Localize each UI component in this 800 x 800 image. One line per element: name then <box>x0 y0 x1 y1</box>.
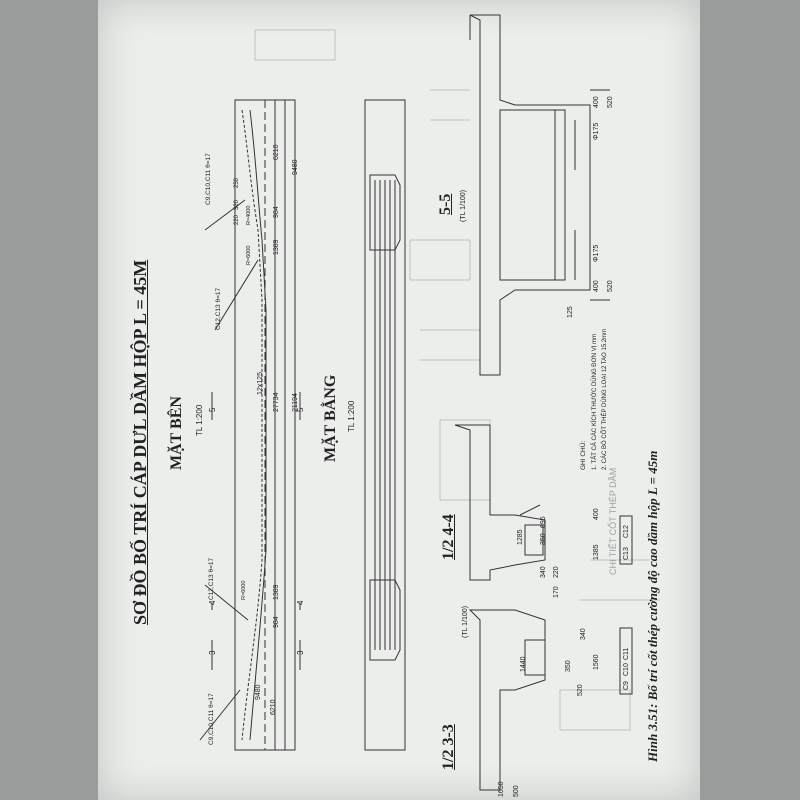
cable-box-c12: C12 <box>623 525 630 538</box>
section-4-4-title: 1/2 4-4 <box>440 514 457 560</box>
side-view-title: MẶT BÊN <box>168 396 185 470</box>
dim-220-a: 220 <box>553 566 560 578</box>
rebar-detail-label: CHI TIẾT CỐT THÉP DẦM <box>608 467 618 575</box>
main-title: SƠ ĐỒ BỐ TRÍ CÁP DƯL DẦM HỘP L = 45M <box>130 259 150 625</box>
section-4-4-drawing <box>454 424 546 581</box>
dim-520-bottom: 520 <box>607 280 614 292</box>
dim-175-bottom: Φ175 <box>593 245 600 262</box>
dim-12x125: 12x125 <box>257 372 264 395</box>
dim-340-a: 340 <box>540 566 547 578</box>
dim-6210-bottom: 6210 <box>270 699 277 715</box>
dim-400-bottom: 400 <box>593 280 600 292</box>
section-5-5-title: 5-5 <box>437 193 454 215</box>
spacing-250: 250 <box>234 177 240 188</box>
section-mark-4-right: 4 <box>296 600 305 605</box>
section-5-5-scale: (TL 1/100) <box>460 189 467 222</box>
section-mark-5-right: 5 <box>296 407 305 412</box>
section-mark-3-left: 3 <box>208 650 217 655</box>
note-item-2: 2. CÁC BÓ CỐT THÉP DÙNG LOẠI 12 TAO 15.2… <box>601 329 608 470</box>
figure-caption: Hình 3.51: Bố trí cốt thép cường độ cao … <box>645 450 660 762</box>
plan-view-scale: TL 1:200 <box>347 400 356 432</box>
spacing-320: 320 <box>234 199 240 210</box>
section-5-5-drawing <box>469 14 610 376</box>
dim-350-b: 350 <box>565 660 572 672</box>
section-3-3-title: 1/2 3-3 <box>440 724 457 770</box>
dim-400-top: 400 <box>593 96 600 108</box>
book-page <box>98 0 700 800</box>
dim-1285: 1285 <box>517 529 524 545</box>
dim-350-a: 350 <box>540 533 547 545</box>
dim-125: 125 <box>567 306 574 318</box>
spacing-220: 220 <box>234 214 240 225</box>
cable-label-c12-c13-top: C12,C13 θ=17 <box>215 288 222 330</box>
dim-175-top: Φ175 <box>593 123 600 140</box>
cable-box-c9: C9 <box>623 681 630 690</box>
section-mark-5-left: 5 <box>208 407 217 412</box>
dim-500: 500 <box>513 785 520 797</box>
cable-box-c11: C11 <box>623 648 630 660</box>
section-mark-4-left: 4 <box>208 600 217 605</box>
dim-520-b: 520 <box>577 684 584 696</box>
section-4-4-scale: (TL 1/100) <box>462 605 469 638</box>
section-mark-3-right: 3 <box>296 650 305 655</box>
dim-984-top: 984 <box>273 206 280 218</box>
cable-label-c12-c13-bottom: C12,C13 θ=17 <box>208 558 215 600</box>
radius-6000-bottom: R=6000 <box>241 581 247 600</box>
dim-340-b: 340 <box>580 628 587 640</box>
dim-1385: 1385 <box>593 544 600 560</box>
radius-6000-top: R=6000 <box>246 246 252 265</box>
side-view-drawing <box>199 99 301 751</box>
side-view-scale: TL 1:200 <box>195 404 204 436</box>
dim-695: 695 <box>540 516 547 528</box>
dim-9480-top: 9480 <box>292 159 299 175</box>
cable-label-c9-c11-top: C9,C10,C11 θ=17 <box>205 153 212 205</box>
dim-984-bottom: 984 <box>273 616 280 628</box>
plan-view-drawing <box>364 99 406 751</box>
dim-1650: 1650 <box>498 781 505 797</box>
radius-4000-top: R=4000 <box>246 206 252 225</box>
dim-27734: 27734 <box>273 392 280 412</box>
dim-400-mid: 400 <box>593 508 600 520</box>
dim-170: 170 <box>553 586 560 598</box>
cable-label-c9-c11-bottom: C9,C10,C11 θ=17 <box>208 693 215 745</box>
cable-box-c10: C10 <box>623 663 630 676</box>
section-3-3-drawing <box>468 609 546 791</box>
dim-520-top: 520 <box>607 96 614 108</box>
dim-6210-top: 6210 <box>273 144 280 160</box>
dim-1389-top: 1389 <box>273 239 280 255</box>
plan-view-title: MẶT BẰNG <box>322 374 339 462</box>
dim-1440: 1440 <box>520 656 527 672</box>
notes-heading: GHI CHÚ: <box>578 441 587 470</box>
dim-21194: 21194 <box>292 393 299 412</box>
note-item-1: 1. TẤT CẢ CÁC KÍCH THƯỚC DÙNG ĐƠN VỊ mm <box>591 334 598 470</box>
dim-1389-bottom: 1389 <box>273 584 280 600</box>
dim-9480-bottom: 9480 <box>255 684 262 700</box>
cable-box-c13: C13 <box>623 547 630 560</box>
dim-1560: 1560 <box>593 654 600 670</box>
